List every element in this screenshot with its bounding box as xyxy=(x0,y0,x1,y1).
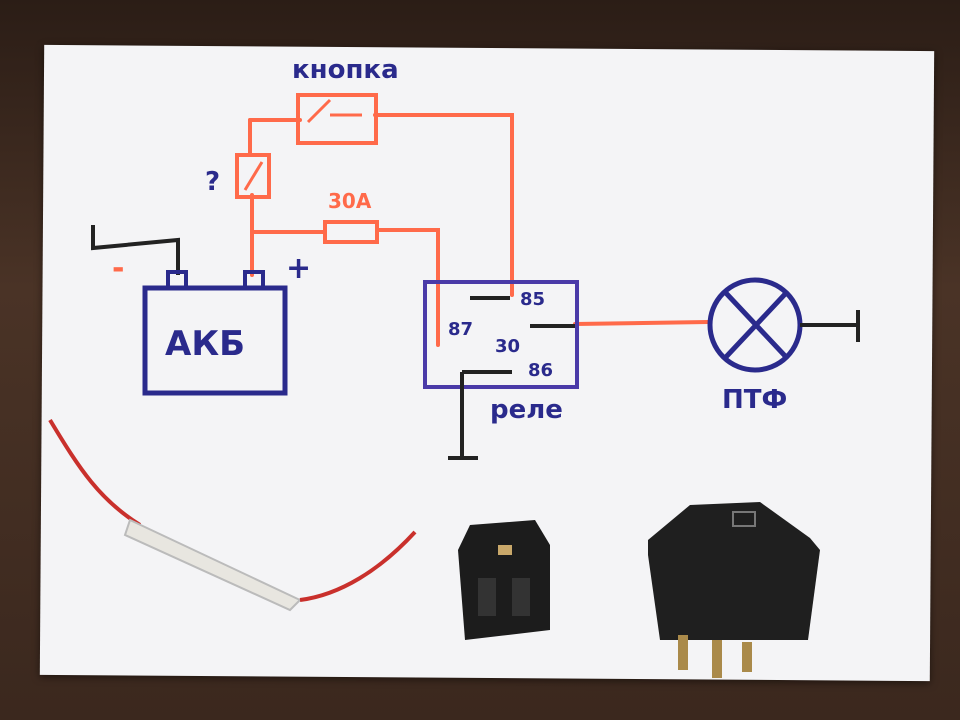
inline-fuse-holder-photo xyxy=(48,418,417,612)
button-symbol xyxy=(296,93,378,145)
minus-sign: - xyxy=(112,251,124,286)
battery-label: АКБ xyxy=(165,324,245,364)
fuse-symbol xyxy=(323,220,379,244)
relay-pin-85: 85 xyxy=(520,289,545,310)
battery-ground-wire xyxy=(91,225,180,275)
rocker-switch-photo xyxy=(648,502,820,678)
relay-photo xyxy=(458,520,550,640)
relay-symbol xyxy=(423,280,579,389)
relay-ground-wire xyxy=(448,372,478,460)
relay-label: реле xyxy=(490,395,563,425)
key-switch-symbol xyxy=(235,153,271,199)
key-icon: ? xyxy=(205,167,220,197)
plus-sign: + xyxy=(286,251,311,286)
relay-pin-87: 87 xyxy=(448,319,473,340)
relay-pin-30: 30 xyxy=(495,336,520,357)
relay-pin-86: 86 xyxy=(528,360,553,381)
fuse-label: 30А xyxy=(328,189,372,213)
wire-30-to-lamp xyxy=(573,320,710,326)
lamp-ground-wire xyxy=(800,310,860,342)
wire-fuse-to-87 xyxy=(376,228,440,347)
button-label: кнопка xyxy=(292,55,399,85)
lamp-label: ПТФ xyxy=(722,385,787,415)
red-wires xyxy=(248,113,710,347)
battery-symbol xyxy=(142,270,288,396)
wire-button-to-85 xyxy=(373,113,514,297)
